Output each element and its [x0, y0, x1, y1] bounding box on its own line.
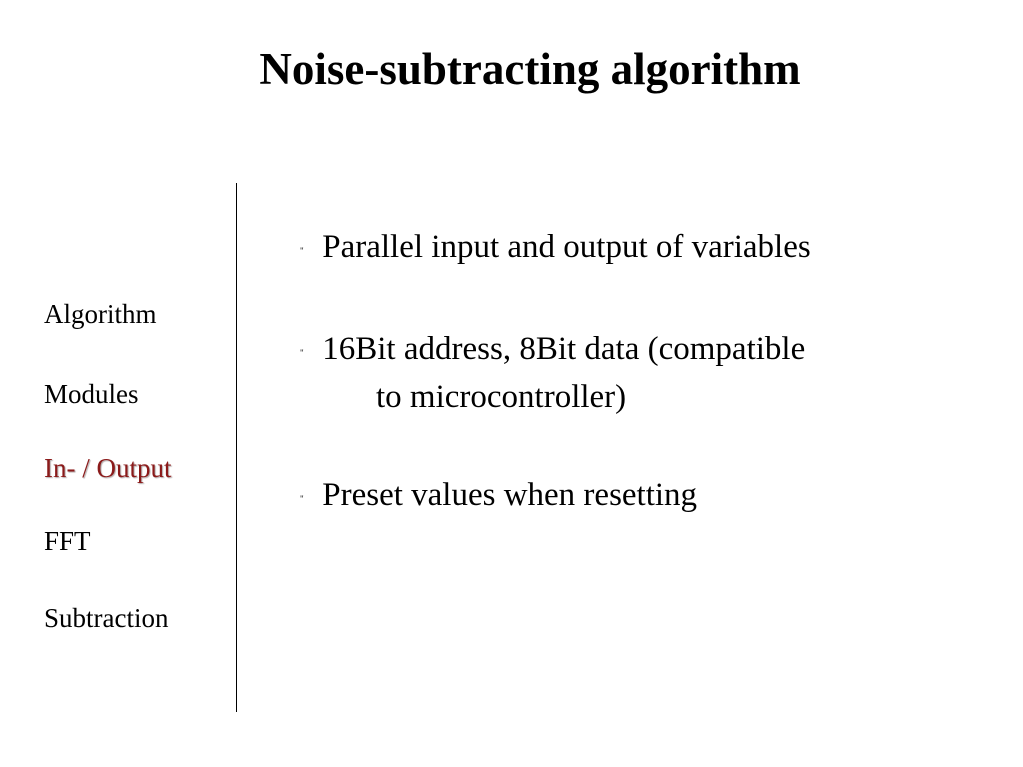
- bullet-marker-icon: ": [300, 348, 304, 359]
- bullet-text: 16Bit address, 8Bit data (compatible: [322, 331, 806, 367]
- bullet-item: " Preset values when resetting: [300, 472, 697, 520]
- nav-item-fft[interactable]: FFT: [44, 526, 91, 556]
- bullet-item: " 16Bit address, 8Bit data (compatible t…: [300, 326, 805, 420]
- vertical-divider: [236, 183, 237, 712]
- bullet-item: " Parallel input and output of variables: [300, 224, 811, 272]
- bullet-marker-icon: ": [300, 494, 304, 505]
- nav-item-in-output[interactable]: In- / Output: [44, 453, 172, 483]
- nav-item-modules[interactable]: Modules: [44, 379, 139, 409]
- bullet-text: Preset values when resetting: [322, 477, 698, 513]
- bullet-continuation: to microcontroller): [376, 379, 627, 416]
- bullet-marker-icon: ": [300, 246, 304, 257]
- nav-item-subtraction[interactable]: Subtraction: [44, 603, 169, 633]
- slide-title: Noise-subtracting algorithm: [259, 44, 801, 94]
- nav-item-algorithm[interactable]: Algorithm: [44, 299, 157, 329]
- bullet-text: Parallel input and output of variables: [322, 229, 811, 265]
